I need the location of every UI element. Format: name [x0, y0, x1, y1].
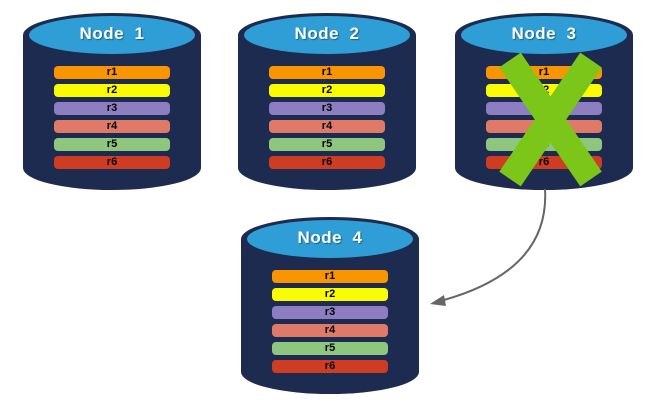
row-r2: r2: [269, 84, 385, 97]
row-r2: r2: [272, 288, 388, 301]
row-r3: r3: [54, 102, 170, 115]
row-r3: r3: [272, 306, 388, 319]
node-4-title: Node 4: [297, 228, 363, 247]
row-r6: r6: [272, 360, 388, 373]
node-2: Node 2 r1 r2 r3 r4 r5 r6: [238, 13, 416, 190]
row-r5: r5: [269, 138, 385, 151]
cylinder-top-cap: [29, 16, 195, 54]
row-r1: r1: [269, 66, 385, 79]
node-1: Node 1 r1 r2 r3 r4 r5 r6: [23, 13, 201, 190]
node-1-title: Node 1: [79, 24, 145, 43]
cylinder-top-cap: [244, 16, 410, 54]
row-r4: r4: [272, 324, 388, 337]
row-r5: r5: [54, 138, 170, 151]
node-2-rows: r1 r2 r3 r4 r5 r6: [269, 66, 385, 174]
cylinder-top-cap: [461, 16, 627, 54]
failure-cross-icon: [499, 52, 602, 187]
row-r6: r6: [54, 156, 170, 169]
row-r6: r6: [269, 156, 385, 169]
node-3-title: Node 3: [511, 24, 577, 43]
arrowhead-icon: [430, 295, 446, 306]
cylinder-top-cap: [247, 220, 413, 258]
row-r4: r4: [269, 120, 385, 133]
row-r4: r4: [54, 120, 170, 133]
row-r3: r3: [269, 102, 385, 115]
row-r2: r2: [54, 84, 170, 97]
node-4: Node 4 r1 r2 r3 r4 r5 r6: [241, 217, 419, 394]
node-2-title: Node 2: [294, 24, 360, 43]
row-r1: r1: [54, 66, 170, 79]
row-r5: r5: [272, 342, 388, 355]
node-4-rows: r1 r2 r3 r4 r5 r6: [272, 270, 388, 378]
row-r1: r1: [272, 270, 388, 283]
node-1-rows: r1 r2 r3 r4 r5 r6: [54, 66, 170, 174]
node-3: Node 3 r1 r2 r3 r4 r5 r6: [455, 13, 633, 190]
